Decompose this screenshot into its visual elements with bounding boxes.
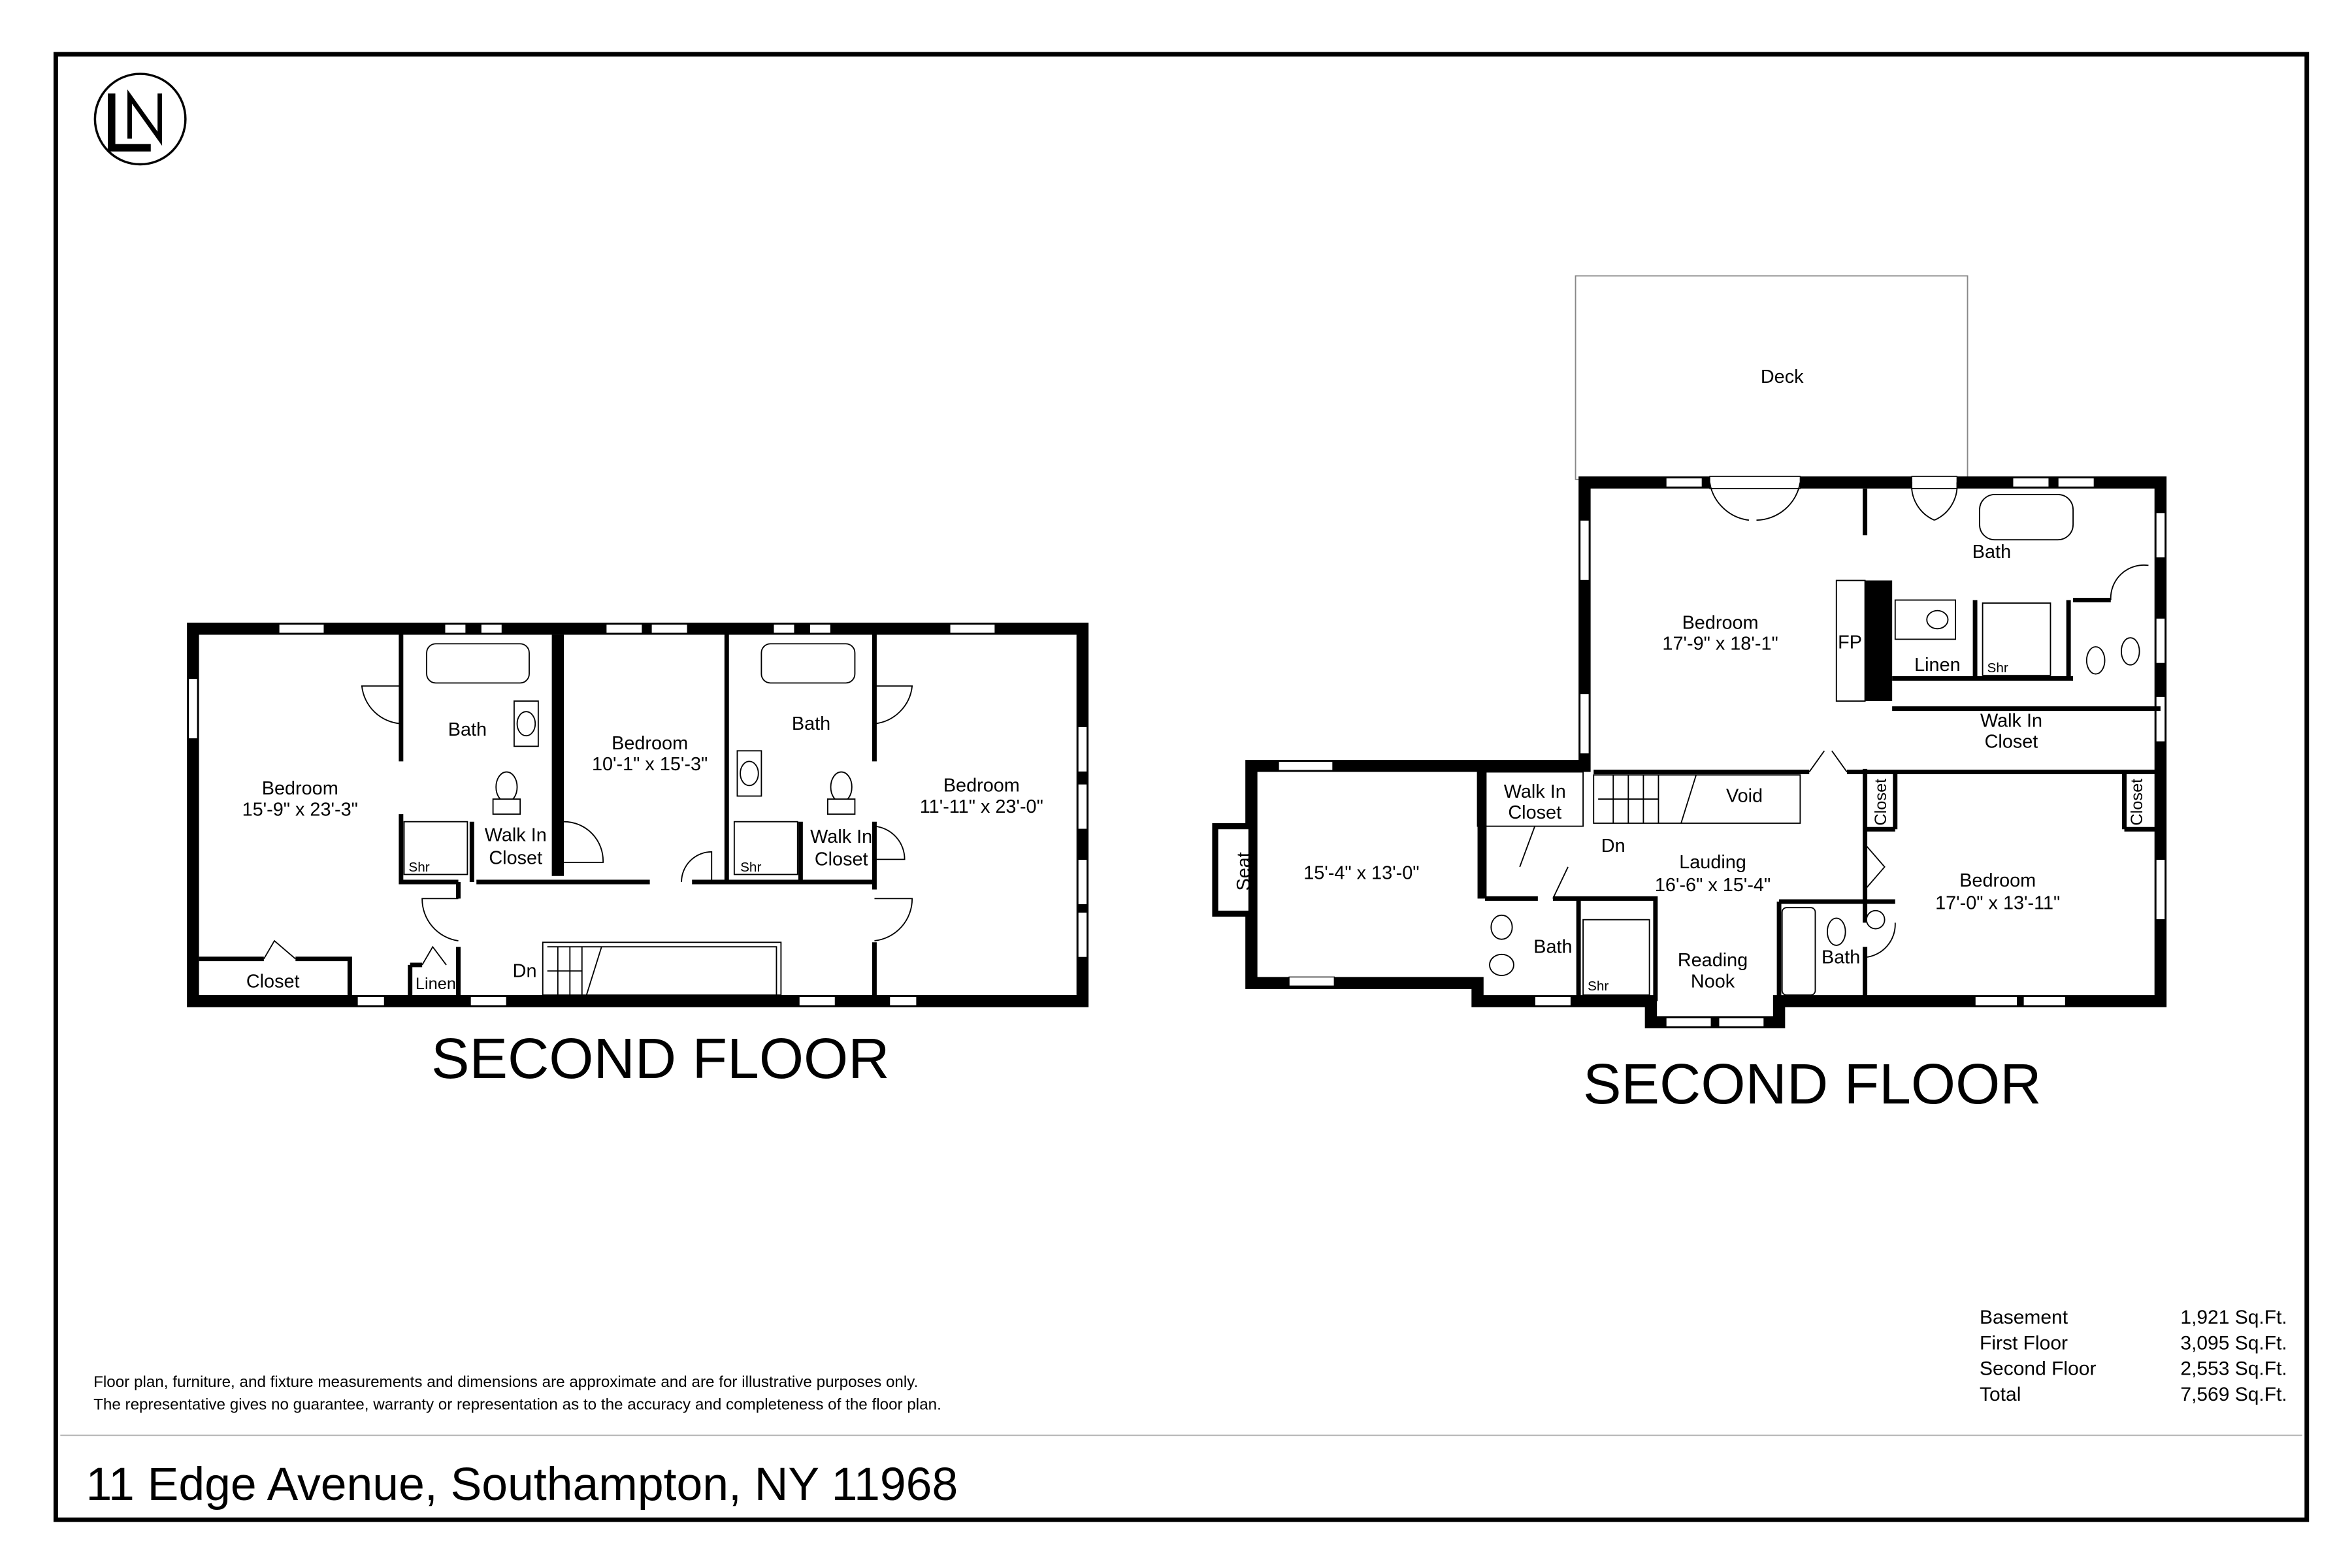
room-label: Closet bbox=[489, 847, 542, 868]
windows bbox=[188, 623, 1088, 1006]
floor-plan-left: Bedroom 15'-9" x 23'-3" Bath Bedroom 10'… bbox=[187, 623, 1089, 1090]
room-label: Closet bbox=[815, 849, 868, 870]
room-label: Walk In bbox=[1980, 710, 2042, 731]
area-value: 3,095 Sq.Ft. bbox=[2180, 1332, 2287, 1354]
room-label: Closet bbox=[2128, 779, 2146, 826]
shower-label: Shr bbox=[1588, 979, 1609, 994]
area-label: Second Floor bbox=[1980, 1358, 2096, 1380]
room-label: Closet bbox=[1985, 732, 2038, 753]
room-dimensions: 10'-1" x 15'-3" bbox=[592, 754, 708, 775]
shower-label: Shr bbox=[1987, 661, 2008, 676]
room-label: Bath bbox=[792, 713, 830, 734]
room-label: Bedroom bbox=[1959, 870, 2036, 891]
room-dimensions: 17'-0" x 13'-11" bbox=[1935, 893, 2060, 914]
room-label: Deck bbox=[1761, 367, 1804, 387]
area-table: Basement 1,921 Sq.Ft. First Floor 3,095 … bbox=[1980, 1307, 2287, 1405]
disclaimer-line-2: The representative gives no guarantee, w… bbox=[93, 1396, 941, 1414]
room-label: Nook bbox=[1691, 972, 1735, 992]
room-label: Walk In bbox=[1504, 781, 1566, 802]
shower-label: Shr bbox=[740, 860, 761, 875]
area-label: Total bbox=[1980, 1384, 2021, 1405]
window-seat bbox=[1212, 823, 1254, 917]
fireplace-label: FP bbox=[1838, 632, 1862, 653]
area-value: 7,569 Sq.Ft. bbox=[2180, 1384, 2287, 1405]
disclaimer-line-1: Floor plan, furniture, and fixture measu… bbox=[93, 1373, 918, 1391]
stairs-down-label: Dn bbox=[1601, 836, 1625, 857]
area-label: Basement bbox=[1980, 1307, 2068, 1328]
room-label: Bath bbox=[1972, 542, 2011, 563]
stairs-down-label: Dn bbox=[513, 960, 537, 981]
floor-title: SECOND FLOOR bbox=[431, 1026, 890, 1090]
room-label: Closet bbox=[246, 972, 300, 992]
area-label: First Floor bbox=[1980, 1332, 2068, 1354]
room-label: Lauding bbox=[1679, 852, 1746, 873]
room-dimensions: 15'-9" x 23'-3" bbox=[242, 799, 358, 820]
room-label: Walk In bbox=[485, 825, 547, 846]
room-dimensions: 16'-6" x 15'-4" bbox=[1655, 875, 1771, 896]
floor-plan-right: Deck Bedroom 17'-9" x 18'-1" FP Bath Lin… bbox=[1212, 275, 2167, 1116]
room-label: Bedroom bbox=[262, 778, 338, 799]
shower-label: Shr bbox=[408, 860, 429, 875]
room-label: Closet bbox=[1872, 779, 1890, 826]
room-label: Reading bbox=[1678, 950, 1748, 971]
room-label: Bedroom bbox=[1682, 612, 1759, 633]
floor-title: SECOND FLOOR bbox=[1583, 1052, 2042, 1116]
windows bbox=[1278, 476, 2166, 1028]
property-address: 11 Edge Avenue, Southampton, NY 11968 bbox=[86, 1458, 958, 1511]
room-label: Seat bbox=[1233, 852, 1254, 890]
room-dimensions: 11'-11" x 23'-0" bbox=[920, 796, 1043, 817]
room-label: Closet bbox=[1508, 802, 1561, 823]
room-label: Linen bbox=[416, 975, 456, 993]
room-label: Bedroom bbox=[612, 733, 688, 754]
room-label: Void bbox=[1726, 786, 1763, 807]
room-dimensions: 17'-9" x 18'-1" bbox=[1662, 634, 1778, 655]
room-label: Bath bbox=[448, 719, 487, 740]
room-label: Linen bbox=[1914, 655, 1961, 676]
company-logo bbox=[93, 73, 187, 166]
room-label: Bath bbox=[1821, 947, 1860, 968]
page-border bbox=[53, 52, 2310, 1522]
room-dimensions: 15'-4" x 13'-0" bbox=[1303, 862, 1419, 883]
area-value: 1,921 Sq.Ft. bbox=[2180, 1307, 2287, 1328]
area-value: 2,553 Sq.Ft. bbox=[2180, 1358, 2287, 1380]
room-label: Bath bbox=[1533, 936, 1572, 957]
deck bbox=[1575, 275, 1968, 480]
room-label: Bedroom bbox=[943, 776, 1020, 796]
room-label: Walk In bbox=[810, 826, 872, 847]
